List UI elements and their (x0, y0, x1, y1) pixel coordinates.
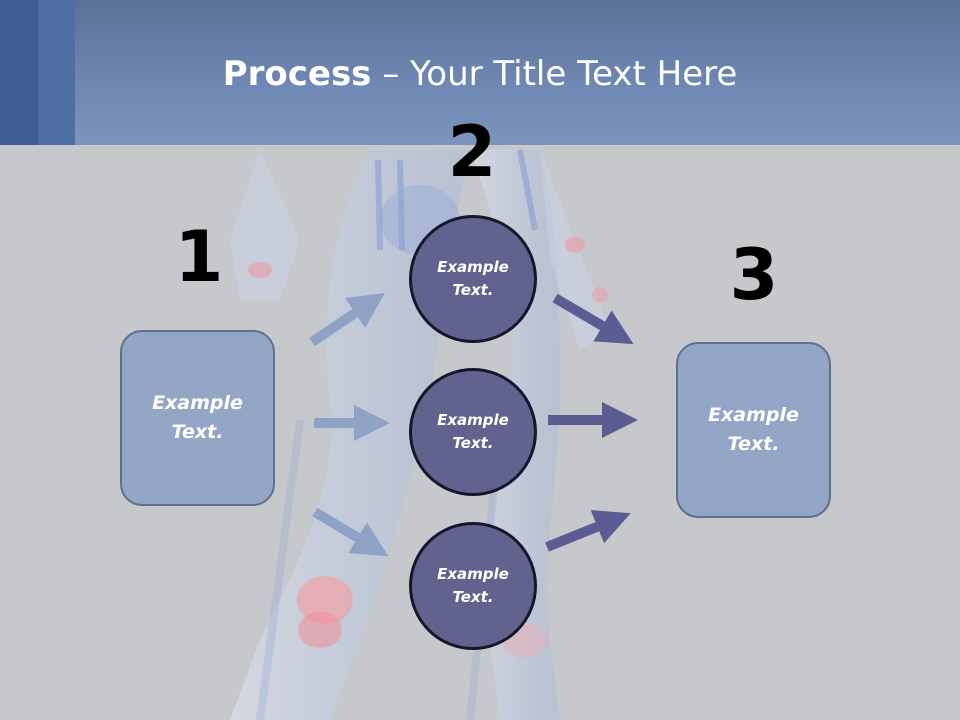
step-number-3: 3 (729, 234, 779, 316)
slide-header (0, 0, 960, 145)
step-3-box-text: Example Text. (708, 404, 799, 455)
step-2-circle-1: Example Text. (409, 215, 537, 343)
circle-2-text: Example Text. (437, 411, 509, 452)
header-accent-strip (38, 0, 75, 145)
arrow-box1-to-circle1 (309, 292, 385, 347)
step-number-1: 1 (174, 216, 224, 298)
title-bold-part: Process (222, 54, 372, 94)
step-2-circle-3: Example Text. (409, 522, 537, 650)
circle-1-text: Example Text. (437, 258, 509, 299)
circle-3-text: Example Text. (437, 565, 509, 606)
step-1-box-text: Example Text. (152, 392, 243, 443)
step-3-box: Example Text. (676, 342, 831, 518)
slide-title: Process – Your Title Text Here (0, 52, 960, 96)
step-2-circle-2: Example Text. (409, 368, 537, 496)
header-accent-strip (0, 0, 38, 145)
arrow-circle1-to-box3 (552, 293, 634, 345)
arrow-box1-to-circle3 (312, 507, 389, 557)
arrow-circle3-to-box3 (545, 510, 631, 552)
title-rest-part: – Your Title Text Here (371, 54, 738, 94)
step-number-2: 2 (447, 111, 497, 193)
step-1-box: Example Text. (120, 330, 275, 506)
